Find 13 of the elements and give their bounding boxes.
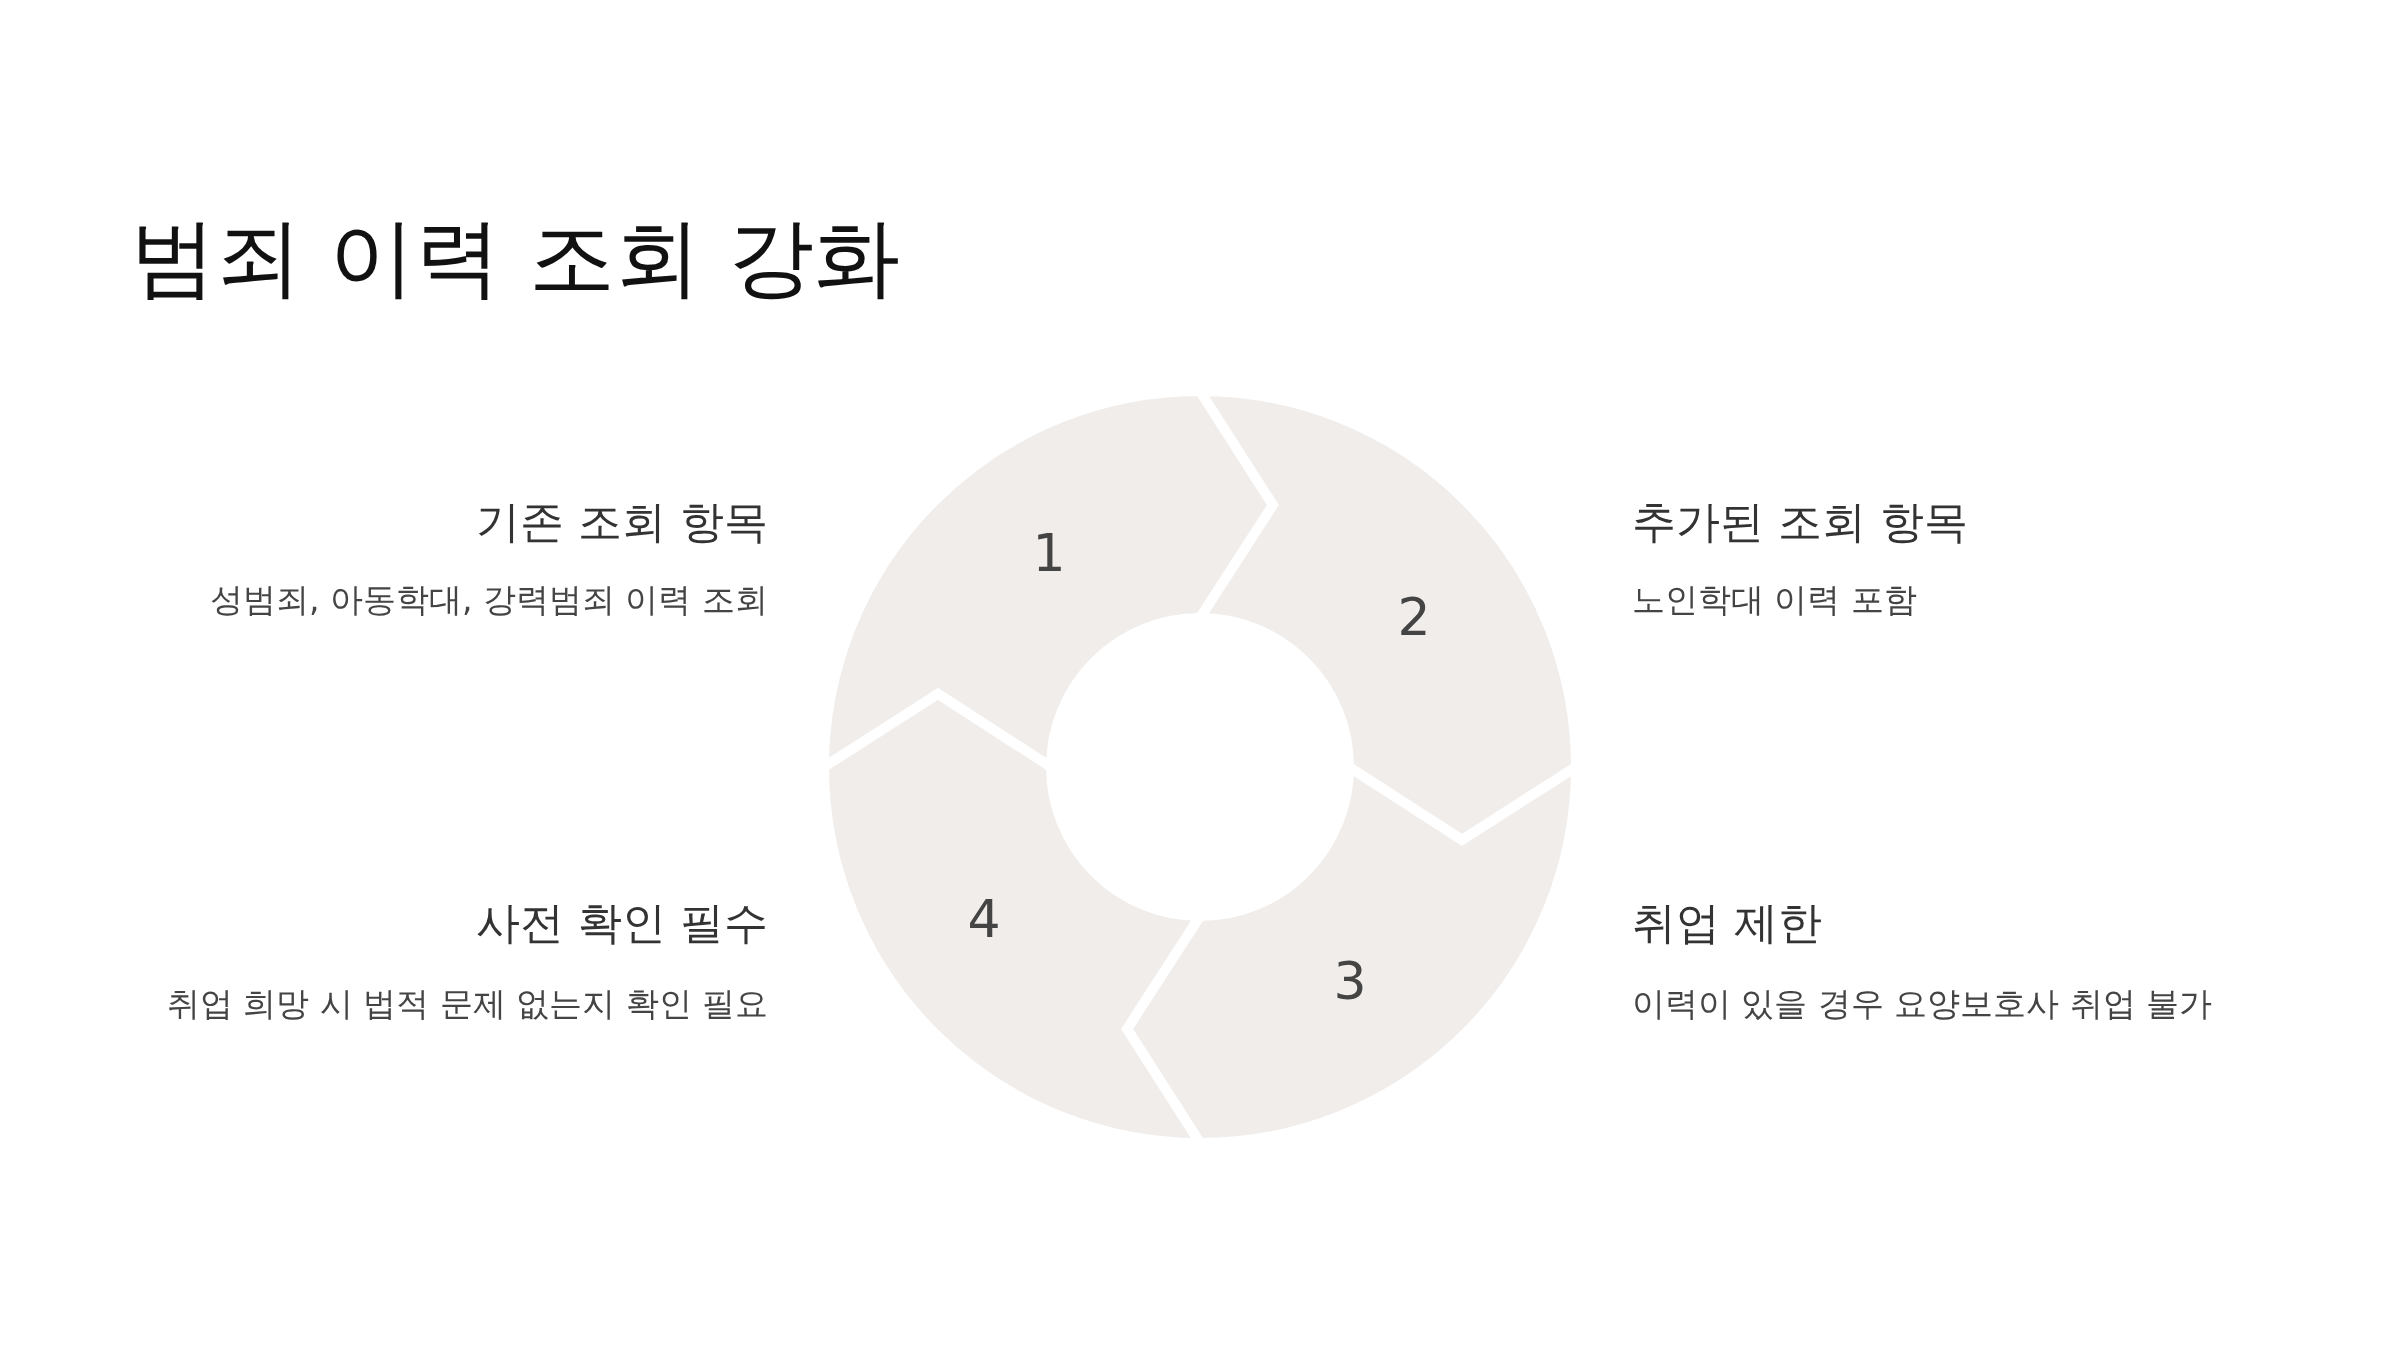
step-number: 2: [1397, 591, 1431, 643]
step-number: 4: [967, 893, 1001, 945]
item-heading: 취업 제한: [1632, 896, 1822, 950]
item-heading: 기존 조회 항목: [476, 495, 768, 549]
item-description: 성범죄, 아동학대, 강력범죄 이력 조회: [210, 580, 768, 620]
item-description: 노인학대 이력 포함: [1632, 580, 1917, 620]
item-heading: 사전 확인 필수: [476, 896, 768, 950]
item-description: 취업 희망 시 법적 문제 없는지 확인 필요: [166, 984, 768, 1024]
title: 범죄 이력 조회 강화: [130, 206, 900, 309]
step-number: 1: [1032, 527, 1066, 579]
item-heading: 추가된 조회 항목: [1632, 495, 1968, 549]
step-number: 3: [1333, 955, 1367, 1007]
item-description: 이력이 있을 경우 요양보호사 취업 불가: [1632, 984, 2213, 1024]
